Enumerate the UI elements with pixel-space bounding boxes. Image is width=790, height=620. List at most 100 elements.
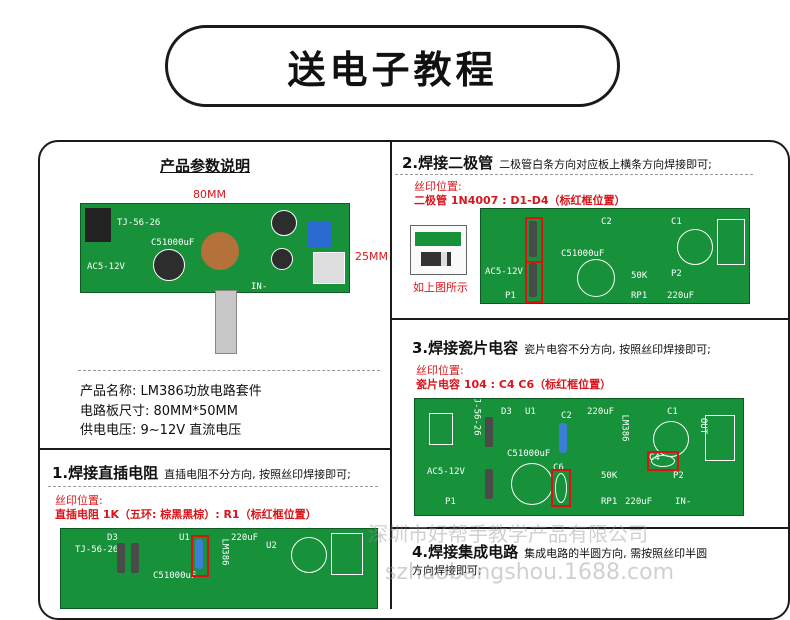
step2-desc: 二极管白条方向对应板上横条方向焊接即可;	[499, 158, 712, 171]
width-dimension: 80MM	[193, 188, 226, 201]
pcb-component-outline	[201, 232, 239, 270]
step1-desc: 直插电阻不分方向, 按照丝印焊接即可;	[164, 468, 351, 481]
step4-desc-2: 方向焊接即可;	[412, 564, 482, 577]
step3-title: 3.焊接瓷片电容瓷片电容不分方向, 按照丝印焊接即可;	[412, 337, 711, 358]
step3-pcb-label-in: IN-	[675, 497, 692, 507]
step4-desc: 集成电路的半圆方向, 需按照丝印半圆	[524, 547, 708, 560]
step3-pcb-label-p2: P2	[673, 471, 684, 481]
pcb-resistor	[195, 539, 203, 569]
step2-pcb-label-c5: C51000uF	[561, 249, 605, 259]
pcb-component-outline	[555, 473, 567, 503]
pcb-footprint	[307, 222, 331, 248]
page-title-pill: 送电子教程	[165, 25, 620, 107]
product-heading: 产品参数说明	[160, 157, 251, 175]
pcb-photo-step2: AC5-12V C51000uF 50K RP1 220uF P1 C2 C1 …	[480, 208, 750, 304]
step3-pcb-label-u1: U1	[525, 407, 536, 417]
step1-pcb-label-d3: D3	[107, 533, 118, 543]
pcb-footprint	[429, 413, 453, 445]
step1-pcb-label-u1: U1	[179, 533, 190, 543]
diode-sample-image	[410, 225, 467, 275]
product-name: 产品名称: LM386功放电路套件	[80, 384, 262, 399]
step3-pcb-label-tj: TJ-56-26	[471, 398, 482, 436]
step2-title: 2.焊接二极管二极管白条方向对应板上横条方向焊接即可;	[402, 152, 712, 173]
step3-title-text: 3.焊接瓷片电容	[412, 339, 519, 357]
pcb-footprint	[705, 415, 735, 461]
pcb-photo-step3: TJ-56-26 D3 U1 C2 220uF C1 AC5-12V C5100…	[414, 398, 744, 516]
step1-pcb-label-u2: U2	[266, 541, 277, 551]
step2-pcb-label-rp1: RP1	[631, 291, 648, 301]
pcb-label-tj: TJ-56-26	[117, 218, 161, 228]
step1-silk-label: 丝印位置:	[55, 494, 103, 507]
step1-title: 1.焊接直插电阻直插电阻不分方向, 按照丝印焊接即可;	[52, 462, 351, 483]
pcb-footprint	[313, 252, 345, 284]
step3-pcb-label-p1: P1	[445, 497, 456, 507]
step2-pcb-label-c1: C1	[671, 217, 682, 227]
pcb-component-outline	[677, 229, 713, 265]
step4-title-text: 4.焊接集成电路	[412, 543, 519, 561]
pcb-red-marker	[191, 535, 209, 577]
step3-silk-label: 丝印位置:	[416, 364, 464, 377]
pcb-label-ac: AC5-12V	[87, 262, 125, 272]
left-divider	[38, 448, 390, 450]
pcb-resistor	[559, 423, 567, 453]
page-title: 送电子教程	[287, 47, 498, 92]
step3-pcb-label-220b: 220uF	[625, 497, 653, 507]
step3-silk-value-text: 瓷片电容 104 : C4 C6（标红框位置）	[416, 378, 612, 391]
product-board-size: 电路板尺寸: 80MM*50MM	[80, 404, 238, 419]
pcb-component-outline	[577, 259, 615, 297]
pcb-red-marker	[551, 469, 571, 507]
potentiometer-shaft	[215, 290, 237, 354]
step3-pcb-label-c1: C1	[667, 407, 678, 417]
step1-title-text: 1.焊接直插电阻	[52, 464, 159, 482]
step1-pcb-label-c5: C51000uF	[153, 571, 197, 581]
step2-pcb-label-220: 220uF	[667, 291, 695, 301]
pcb-diode	[529, 263, 537, 297]
step2-pcb-label-p1: P1	[505, 291, 516, 301]
step2-pcb-label-p2: P2	[671, 269, 682, 279]
pcb-label-c5: C51000uF	[151, 238, 195, 248]
step3-pcb-label-c2: C2	[561, 411, 572, 421]
step2-title-text: 2.焊接二极管	[402, 154, 494, 172]
pcb-component-outline	[271, 248, 293, 270]
right-divider-1	[390, 318, 790, 320]
pcb-photo-main: AC5-12V TJ-56-26 C51000uF IN-	[80, 203, 350, 293]
pcb-footprint	[85, 208, 111, 242]
step2-silk-value: 二极管 1N4007 : D1-D4（标红框位置）	[414, 192, 626, 208]
pcb-red-marker	[525, 217, 543, 263]
watermark-company: 深圳市好帮手教学产品有限公司	[368, 522, 648, 546]
watermark-url: szhaobangshou.1688.com	[385, 560, 675, 585]
step1-separator	[48, 486, 378, 487]
step3-pcb-label-c5: C51000uF	[507, 449, 551, 459]
step3-pcb-label-c6: C6	[553, 463, 564, 473]
step2-caption: 如上图所示	[413, 281, 468, 294]
step1-pcb-label-lm: LM386	[219, 538, 230, 566]
height-dimension: 25MM	[355, 250, 388, 263]
pcb-diode	[485, 417, 493, 447]
step3-desc: 瓷片电容不分方向, 按照丝印焊接即可;	[524, 343, 711, 356]
pcb-component-outline	[153, 249, 185, 281]
pcb-footprint	[717, 219, 745, 265]
pcb-red-marker	[525, 261, 543, 303]
params-separator	[78, 370, 380, 371]
pcb-photo-step1: TJ-56-26 D3 U1 220uF U2 LM386 C51000uF	[60, 528, 378, 609]
step1-pcb-label-220: 220uF	[231, 533, 259, 543]
step3-pcb-label-rp1: RP1	[601, 497, 618, 507]
column-divider	[390, 140, 392, 609]
pcb-component-outline	[291, 537, 327, 573]
product-power: 供电电压: 9~12V 直流电压	[80, 423, 242, 438]
pcb-diode	[485, 469, 493, 499]
step4-title: 4.焊接集成电路集成电路的半圆方向, 需按照丝印半圆	[412, 541, 707, 562]
pcb-diode	[131, 543, 139, 573]
pcb-footprint	[331, 533, 363, 575]
step3-silk-value: 瓷片电容 104 : C4 C6（标红框位置）	[416, 376, 611, 392]
step3-pcb-label-220: 220uF	[587, 407, 615, 417]
pcb-component-outline	[511, 463, 553, 505]
pcb-diode	[117, 543, 125, 573]
pcb-component-outline	[651, 455, 675, 467]
step1-pcb-label-tj: TJ-56-26	[75, 545, 119, 555]
step2-silk-value-text: 二极管 1N4007 : D1-D4（标红框位置）	[414, 194, 626, 207]
step2-pcb-label-c2: C2	[601, 217, 612, 227]
step2-separator	[395, 174, 753, 175]
step1-silk-value: 直插电阻 1K（五环: 棕黑黑棕）: R1（标红框位置）	[55, 506, 317, 522]
pcb-component-outline	[271, 210, 297, 236]
